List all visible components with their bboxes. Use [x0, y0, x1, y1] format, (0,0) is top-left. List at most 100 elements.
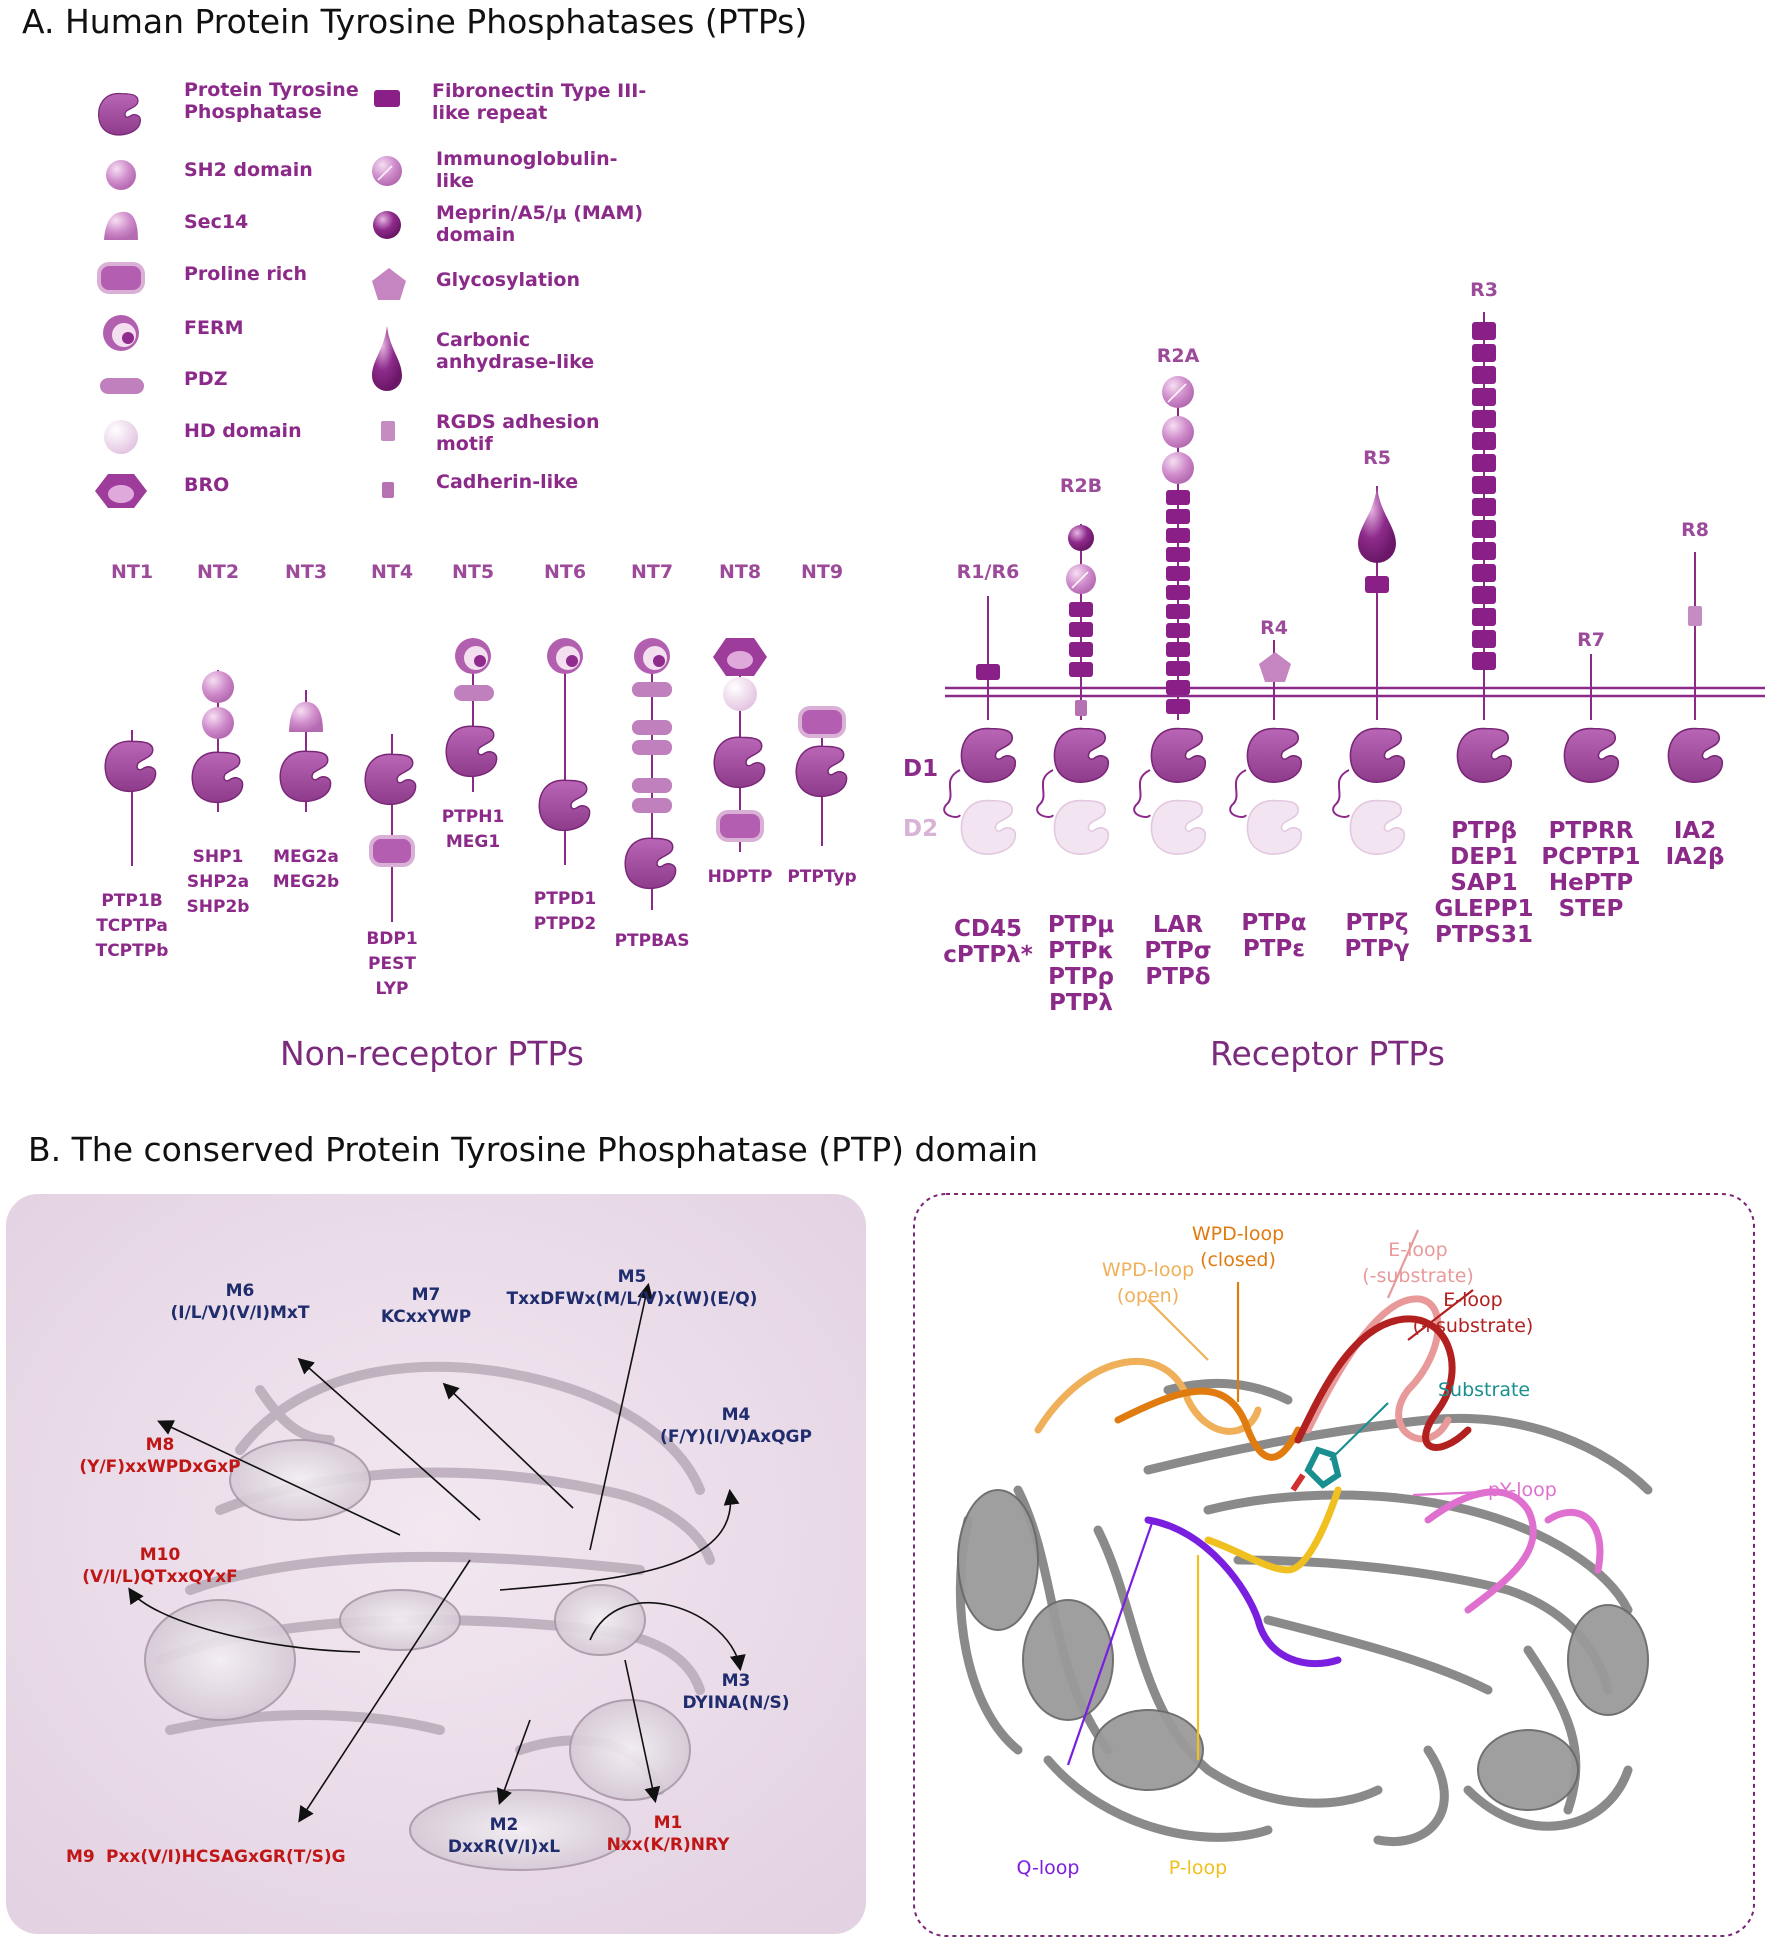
ptp-name: PTPβ	[1451, 818, 1517, 844]
ptp-name: PTPD1	[534, 889, 596, 909]
loop-label: (closed)	[1200, 1249, 1276, 1271]
group-label-nt5: NT5	[452, 561, 494, 583]
carbonic-anhydrase-icon	[372, 326, 402, 391]
ptp-name: PTP1B	[101, 891, 162, 911]
group-label-nt4: NT4	[371, 561, 413, 583]
protein-helices	[144, 1439, 691, 1871]
ptp-name: PTPμ	[1048, 912, 1114, 938]
motif-id: M1	[654, 1813, 683, 1833]
motif-id: M10	[140, 1545, 181, 1565]
ptp-name: SAP1	[1450, 870, 1517, 896]
group-label-receptor: R5	[1363, 447, 1391, 469]
loop-labels: WPD-loop (closed) E-loop(-substrate) WPD-lo…	[1017, 1223, 1557, 1879]
ptp-name: PTPε	[1243, 936, 1305, 962]
pdz-icon	[100, 378, 144, 394]
ptp-name: PTPD2	[534, 914, 596, 934]
motif-id: M5	[618, 1267, 647, 1287]
motif-id: M8	[146, 1435, 175, 1455]
group-label-receptor: R3	[1470, 279, 1498, 301]
motif-sequence: (I/L/V)(V/I)MxT	[171, 1303, 310, 1323]
ptp-name: IA2	[1674, 818, 1716, 844]
ptp-name: SHP1	[193, 847, 244, 867]
d2-label: D2	[903, 816, 938, 842]
loop-label: E-loop	[1443, 1289, 1502, 1311]
motif-labels: M6(I/L/V)(V/I)MxTM7KCxxYWPM5TxxDFWx(M/L/…	[66, 1267, 812, 1867]
group-label-receptor: R1/R6	[957, 561, 1020, 583]
legend-label: domain	[436, 224, 515, 246]
motif-sequence: Pxx(V/I)HCSAGxGR(T/S)G	[106, 1847, 346, 1867]
ptp-name: LAR	[1153, 912, 1203, 938]
loop-label: (-substrate)	[1362, 1265, 1474, 1287]
motif-sequence: (F/Y)(I/V)AxQGP	[660, 1427, 812, 1447]
ptp-name: BDP1	[366, 929, 417, 949]
ptp-name: cPTPλ*	[943, 942, 1033, 968]
panel-b-title: B. The conserved Protein Tyrosine Phosph…	[28, 1130, 1039, 1169]
legend-label: Carbonic	[436, 329, 530, 351]
ptp-name: TCPTPa	[96, 916, 168, 936]
legend-label: FERM	[184, 317, 244, 339]
ptp-name: CD45	[954, 916, 1022, 942]
legend-label: Phosphatase	[184, 101, 322, 123]
loop-label: (open)	[1117, 1285, 1179, 1307]
cadherin-icon	[382, 482, 394, 498]
mam-icon	[373, 211, 401, 239]
ptp-name-labels: PTP1BTCPTPaTCPTPbSHP1SHP2aSHP2bMEG2aMEG2…	[96, 807, 1725, 1016]
loop-label: WPD-loop	[1102, 1259, 1194, 1281]
ptp-name: MEG2a	[273, 847, 339, 867]
ptp-name: MEG1	[446, 832, 500, 852]
motif-id: M6	[226, 1281, 255, 1301]
loop-label: Substrate	[1438, 1379, 1530, 1401]
loop-pointers	[1066, 1229, 1484, 1766]
ptp-name: GLEPP1	[1435, 896, 1534, 922]
group-label-nt8: NT8	[719, 561, 761, 583]
ptp-name: PCPTP1	[1541, 844, 1640, 870]
legend-label: Protein Tyrosine	[184, 79, 359, 101]
sec14-icon	[104, 211, 138, 240]
motif-sequence: KCxxYWP	[381, 1307, 471, 1327]
ptp-name: PTPσ	[1144, 938, 1211, 964]
motif-id: M2	[490, 1815, 519, 1835]
ptp-name: PTPρ	[1048, 964, 1114, 990]
protein-ribbon-shape	[155, 1361, 715, 1795]
ptp-name: PTPκ	[1048, 938, 1114, 964]
protein-helices-gray	[957, 1489, 1649, 1811]
group-label-receptor: R2A	[1157, 345, 1200, 367]
loop-label: P-loop	[1169, 1857, 1227, 1879]
group-label-nt6: NT6	[544, 561, 586, 583]
proline-rich-icon	[97, 262, 145, 294]
rgds-icon	[381, 421, 395, 441]
motif-id: M4	[722, 1405, 751, 1425]
group-label-nt3: NT3	[285, 561, 327, 583]
legend-label: Sec14	[184, 211, 248, 233]
legend-label: Cadherin-like	[436, 471, 578, 493]
loop-label: (+substrate)	[1413, 1315, 1534, 1337]
receptor-caption: Receptor PTPs	[1210, 1034, 1445, 1073]
group-label-nt9: NT9	[801, 561, 843, 583]
legend-label: Proline rich	[184, 263, 307, 285]
d1-label: D1	[903, 756, 938, 782]
loop-label: WPD-loop	[1192, 1223, 1284, 1245]
legend-label: HD domain	[184, 420, 302, 442]
glycosylation-icon	[372, 268, 406, 300]
group-label-receptor: R2B	[1060, 475, 1102, 497]
ptp-name: IA2β	[1666, 844, 1725, 870]
ptp-domain-motif-panel: M6(I/L/V)(V/I)MxTM7KCxxYWPM5TxxDFWx(M/L/…	[6, 1194, 866, 1934]
panel-a-title: A. Human Protein Tyrosine Phosphatases (…	[22, 2, 808, 41]
motif-sequence: (V/I/L)QTxxQYxF	[82, 1567, 238, 1587]
receptor-structures	[943, 312, 1765, 855]
motif-id: M7	[412, 1285, 441, 1305]
group-label-nt7: NT7	[631, 561, 673, 583]
nonreceptor-caption: Non-receptor PTPs	[280, 1034, 584, 1073]
motif-arrows	[128, 1282, 746, 1823]
ptp-name: HePTP	[1549, 870, 1633, 896]
group-label-receptor: R8	[1681, 519, 1709, 541]
loop-label: Q-loop	[1017, 1857, 1080, 1879]
legend-label: Meprin/A5/μ (MAM)	[436, 202, 643, 224]
ptp-name: PTPBAS	[615, 931, 690, 951]
ptp-icon	[98, 92, 141, 136]
legend-label: BRO	[184, 474, 229, 496]
ptp-name: TCPTPb	[96, 941, 169, 961]
